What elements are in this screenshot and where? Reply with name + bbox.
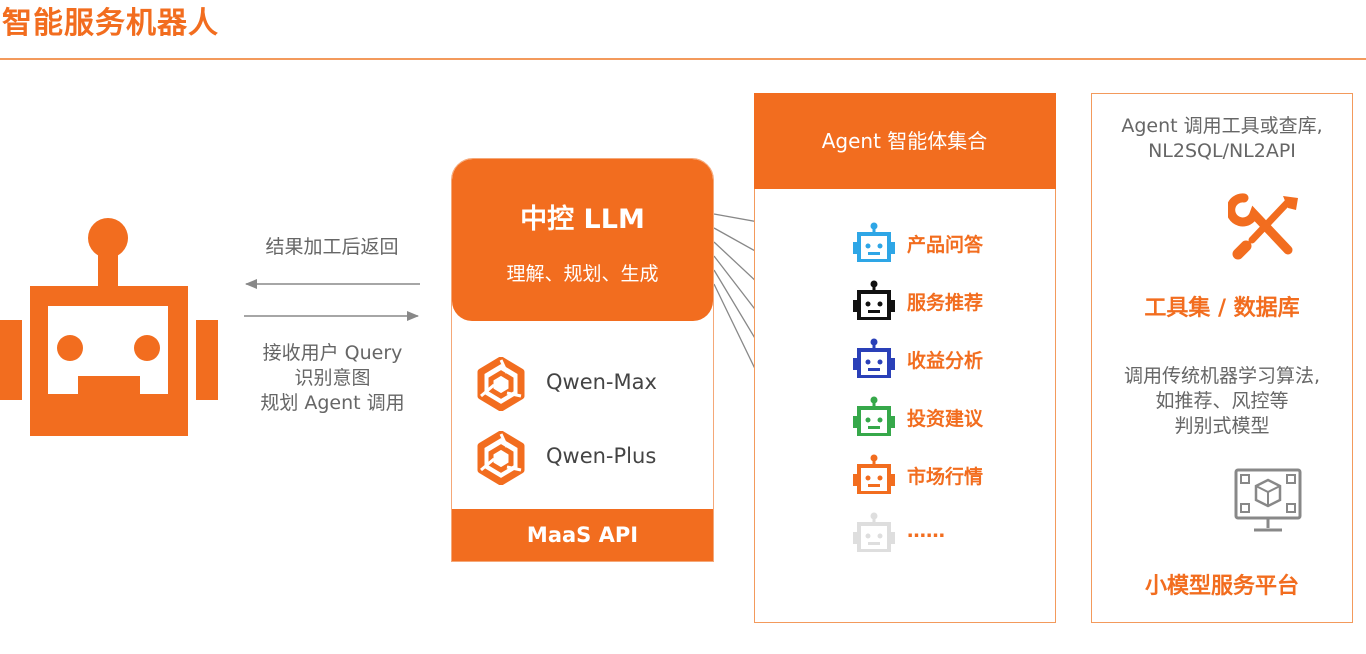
tools-heading: 工具集 / 数据库 [1144, 296, 1300, 321]
agent-item: 市场行情 [851, 454, 1051, 494]
model-name: Qwen-Plus [546, 444, 657, 468]
llm-subtitle: 理解、规划、生成 [506, 263, 659, 285]
agent-item: 投资建议 [851, 396, 1051, 436]
agent-panel-title: Agent 智能体集合 [753, 92, 1056, 189]
agent-label: 产品问答 [907, 234, 984, 256]
model-qwen-plus: Qwen-Plus [474, 431, 704, 485]
page-title: 智能服务机器人 [2, 6, 219, 41]
ml-desc-line: 如推荐、风控等 [1155, 390, 1289, 412]
tools-desc-line: NL2SQL/NL2API [1148, 140, 1296, 162]
maas-api-bar: MaaS API [452, 509, 713, 561]
llm-title: 中控 LLM [520, 204, 645, 235]
title-divider [0, 58, 1366, 60]
tools-panel: Agent 调用工具或查库, NL2SQL/NL2API 工具集 / 数据库 调… [1091, 93, 1353, 623]
agent-label: 投资建议 [907, 408, 984, 430]
robot-icon [0, 218, 218, 436]
agent-robot-icon [853, 512, 895, 552]
ml-desc-line: 判别式模型 [1174, 415, 1270, 437]
receive-label: 接收用户 Query 识别意图 规划 Agent 调用 [230, 341, 435, 416]
agent-panel: Agent 智能体集合 产品问答服务推荐收益分析投资建议市场行情 …… [753, 92, 1056, 623]
qwen-logo-icon [477, 357, 525, 411]
wrench-screwdriver-icon [1228, 193, 1298, 260]
agent-label: 服务推荐 [907, 292, 984, 314]
ml-description: 调用传统机器学习算法, 如推荐、风控等 判别式模型 [1092, 364, 1352, 439]
model-monitor-icon [1234, 468, 1302, 532]
model-name: Qwen-Max [546, 370, 657, 394]
receive-line: 规划 Agent 调用 [260, 392, 405, 414]
ml-desc-line: 调用传统机器学习算法, [1123, 365, 1321, 387]
llm-header: 中控 LLM 理解、规划、生成 [452, 159, 713, 321]
agent-robot-icon [853, 454, 895, 494]
agent-item: 产品问答 [851, 222, 1051, 262]
tools-desc-line: Agent 调用工具或查库, [1121, 115, 1323, 137]
agent-robot-icon [853, 396, 895, 436]
agent-item: …… [851, 512, 1051, 552]
tools-description: Agent 调用工具或查库, NL2SQL/NL2API [1092, 114, 1352, 164]
ml-heading: 小模型服务平台 [1144, 574, 1299, 599]
agent-label: 收益分析 [907, 350, 984, 372]
receive-line: 识别意图 [294, 367, 371, 389]
agent-robot-icon [853, 222, 895, 262]
agent-item: 收益分析 [851, 338, 1051, 378]
agent-label: …… [907, 520, 945, 542]
agent-robot-icon [853, 280, 895, 320]
model-qwen-max: Qwen-Max [474, 357, 704, 411]
agent-item: 服务推荐 [851, 280, 1051, 320]
receive-line: 接收用户 Query [262, 342, 403, 364]
return-label: 结果加工后返回 [265, 236, 399, 258]
agent-robot-icon [853, 338, 895, 378]
llm-panel: 中控 LLM 理解、规划、生成 Qwen-Max Qwen-Plus MaaS … [451, 158, 714, 562]
agent-label: 市场行情 [907, 466, 984, 488]
qwen-logo-icon [477, 431, 525, 485]
